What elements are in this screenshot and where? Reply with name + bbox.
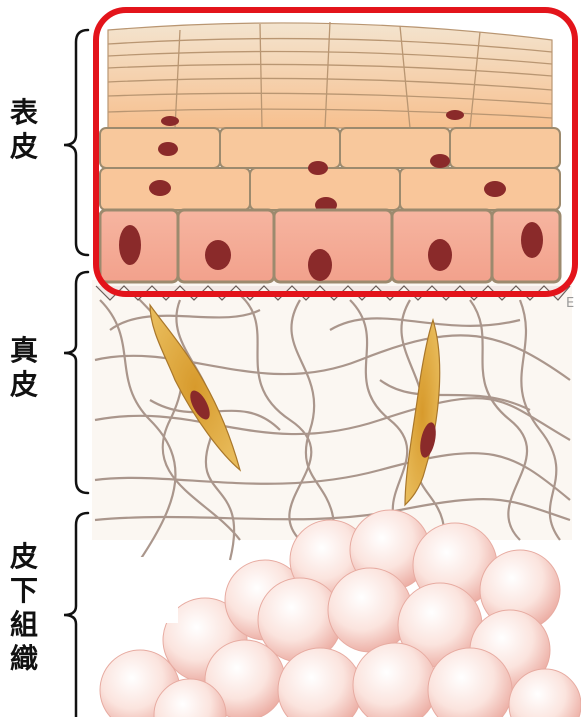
layer-brackets <box>64 30 88 717</box>
subcutaneous-label: 皮下組織 <box>6 540 42 676</box>
cropped-edge-text: E <box>566 296 574 311</box>
epidermis-label: 表皮 <box>6 96 42 164</box>
blank-patch <box>100 557 178 623</box>
dermis-fibers <box>92 280 572 560</box>
epidermis-layers <box>96 22 570 300</box>
dermis-label: 真皮 <box>6 334 42 402</box>
